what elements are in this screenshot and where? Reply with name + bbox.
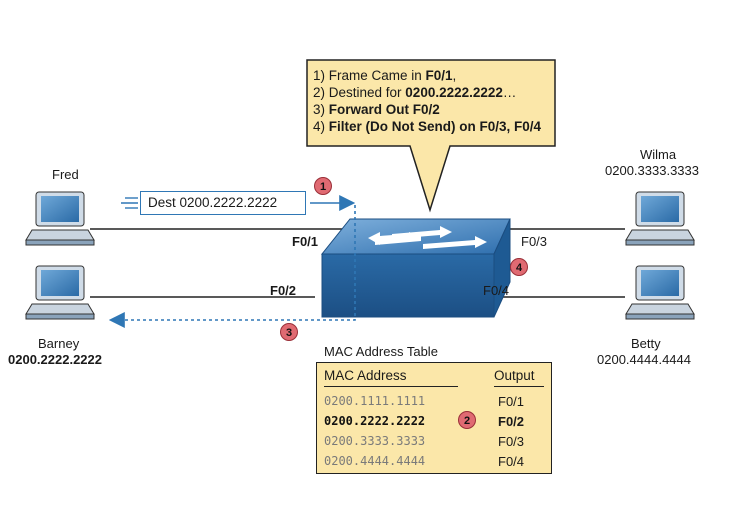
host-name-fred: Fred: [52, 167, 79, 182]
mac-table-row-mac: 0200.3333.3333: [324, 434, 426, 448]
mac-table-row-output: F0/4: [498, 454, 525, 469]
mac-table-title: MAC Address Table: [324, 344, 438, 359]
port-label-f01: F0/1: [292, 234, 319, 249]
computer-fred-icon: [25, 191, 95, 246]
frame-path-dotted: [108, 205, 356, 328]
callout-bubble: [306, 59, 556, 213]
host-mac-barney: 0200.2222.2222: [8, 352, 102, 367]
callout-line: 4) Filter (Do Not Send) on F0/3, F0/4: [313, 118, 541, 135]
step-badge-1: 1: [314, 177, 332, 195]
mac-header-rule: [324, 386, 458, 387]
frame-label: Dest 0200.2222.2222: [148, 195, 278, 210]
callout-run: 0200.2222.2222: [405, 85, 503, 100]
host-name-wilma: Wilma: [640, 147, 677, 162]
callout-run: 2) Destined for: [313, 85, 406, 100]
callout-text: 1) Frame Came in F0/1,2) Destined for 02…: [313, 67, 541, 135]
callout-run: ,: [452, 68, 457, 83]
mac-table-header-output: Output: [494, 368, 535, 383]
step-badge-2: 2: [458, 411, 476, 429]
output-header-rule: [494, 386, 544, 387]
host-name-betty: Betty: [631, 336, 661, 351]
callout-run: F0/1: [425, 68, 453, 83]
mac-table-header-mac: MAC Address: [324, 368, 407, 383]
host-mac-wilma: 0200.3333.3333: [605, 163, 699, 178]
port-label-f02: F0/2: [270, 283, 297, 298]
mac-table-row-output: F0/3: [498, 434, 525, 449]
callout-run: 1) Frame Came in: [313, 68, 426, 83]
mac-table: [316, 362, 552, 474]
mac-table-row-mac: 0200.1111.1111: [324, 394, 426, 408]
host-mac-betty: 0200.4444.4444: [597, 352, 691, 367]
computer-barney-icon: [25, 265, 95, 320]
callout-run: Filter (Do Not Send) on F0/3, F0/4: [328, 119, 542, 134]
callout-line: 1) Frame Came in F0/1,: [313, 67, 541, 84]
motion-lines-icon: [121, 197, 138, 209]
step-badge-3: 3: [280, 323, 298, 341]
mac-table-row-mac: 0200.4444.4444: [324, 454, 426, 468]
mac-table-row-mac: 0200.2222.2222: [324, 414, 426, 428]
callout-line: 3) Forward Out F0/2: [313, 101, 541, 118]
switch: [320, 218, 511, 318]
mac-table-row-output: F0/2: [498, 414, 525, 429]
switch-arrows-icon: [368, 226, 487, 249]
callout-run: …: [502, 85, 517, 100]
mac-table-row-output: F0/1: [498, 394, 525, 409]
callout-run: 3): [313, 102, 329, 117]
callout-run: Forward Out F0/2: [328, 102, 440, 117]
frame-box: [140, 191, 306, 215]
port-label-f04: F0/4: [483, 283, 510, 298]
callout-line: 2) Destined for 0200.2222.2222…: [313, 84, 541, 101]
computer-betty-icon: [625, 265, 695, 320]
host-name-barney: Barney: [38, 336, 80, 351]
computer-wilma-icon: [625, 191, 695, 246]
step-badge-4: 4: [510, 258, 528, 276]
callout-run: 4): [313, 119, 329, 134]
port-label-f03: F0/3: [521, 234, 548, 249]
